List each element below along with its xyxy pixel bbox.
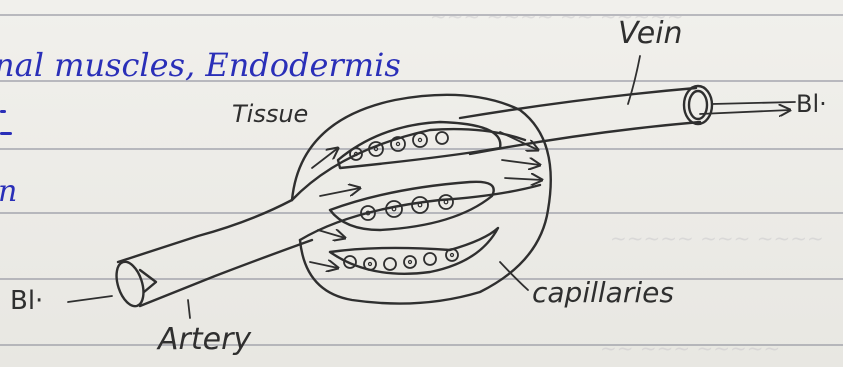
label-blood-in: Bl· (10, 286, 43, 316)
capillaries-leader-line (500, 262, 528, 290)
label-capillaries: capillaries (532, 276, 674, 309)
blood-in-arrow (68, 296, 112, 302)
label-tissue: Tissue (232, 100, 308, 128)
vein-vessel (460, 86, 712, 154)
vein-leader-line (628, 56, 640, 104)
label-vein: Vein (618, 16, 683, 51)
artery-vessel (111, 200, 312, 310)
blood-flow-arrows (310, 102, 795, 268)
artery-leader-line (188, 300, 190, 318)
label-artery: Artery (158, 322, 251, 357)
label-blood-out: Bl· (796, 90, 827, 118)
